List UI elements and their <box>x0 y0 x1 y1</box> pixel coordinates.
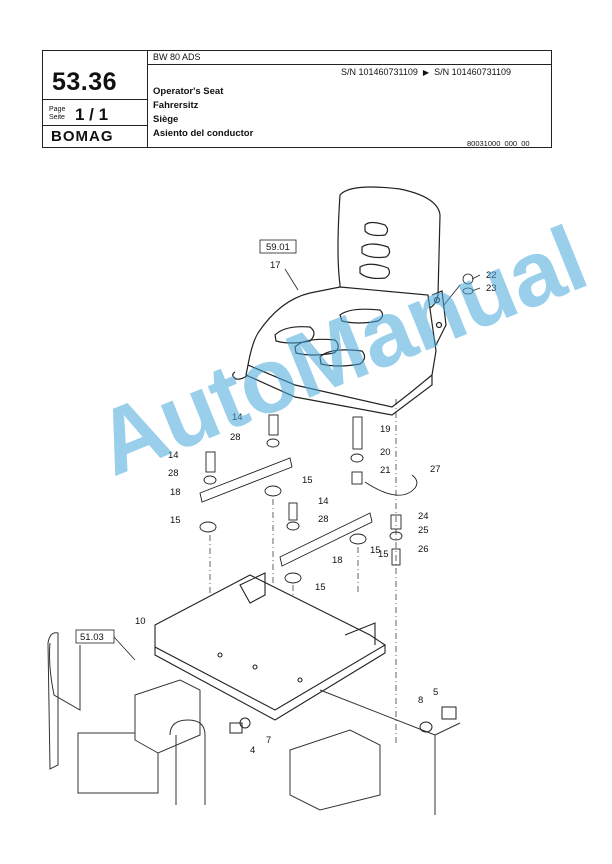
group-number: 53.36 <box>52 68 118 96</box>
model-name: BW 80 ADS <box>153 52 201 62</box>
drawing-number: 80031000_000_00 <box>467 139 530 148</box>
callout-27: 27 <box>430 464 441 475</box>
callout-7: 7 <box>266 735 271 746</box>
title-en: Operator's Seat <box>153 86 224 97</box>
callout-28: 28 <box>230 432 241 443</box>
callout-15: 15 <box>378 549 389 560</box>
callout-22: 22 <box>486 270 497 281</box>
bomag-logo: BOMAG <box>51 128 114 145</box>
callout-15b: 15 <box>370 545 381 556</box>
callout-25: 25 <box>418 525 429 536</box>
title-es: Asiento del conductor <box>153 128 254 139</box>
header-rule <box>43 99 147 100</box>
callout-17: 17 <box>270 260 281 271</box>
header-rule <box>43 125 147 126</box>
callout-18: 18 <box>170 487 181 498</box>
callout-15: 15 <box>315 582 326 593</box>
callout-20: 20 <box>380 447 391 458</box>
exploded-view-drawing: 59.01 51.03 17 22 23 14 28 19 20 21 27 1… <box>47 186 497 815</box>
callout-14: 14 <box>232 412 243 423</box>
serial-range: S/N 101460731109 ▶ S/N 101460731109 <box>341 67 511 77</box>
title-de: Fahrersitz <box>153 100 199 111</box>
callout-8: 8 <box>418 695 423 706</box>
callout-26: 26 <box>418 544 429 555</box>
page-label: Page Seite <box>49 106 66 121</box>
callout-14: 14 <box>168 450 179 461</box>
header-divider <box>147 51 148 147</box>
page-number: 1 / 1 <box>75 105 109 124</box>
header-block: BW 80 ADS 53.36 Page Seite 1 / 1 BOMAG S… <box>42 50 552 148</box>
callout-15: 15 <box>170 515 181 526</box>
callout-21: 21 <box>380 465 391 476</box>
callout-28: 28 <box>318 514 329 525</box>
callout-14: 14 <box>318 496 329 507</box>
callout-5: 5 <box>433 687 438 698</box>
callout-10: 10 <box>135 616 146 627</box>
seat-illustration <box>232 186 447 416</box>
callout-15: 15 <box>302 475 313 486</box>
callout-24: 24 <box>418 511 429 522</box>
callout-28: 28 <box>168 468 179 479</box>
callout-4: 4 <box>250 745 255 756</box>
title-fr: Siège <box>153 114 179 125</box>
ref-box-frame: 51.03 <box>80 632 104 643</box>
ref-box-seat: 59.01 <box>266 242 290 253</box>
callout-19: 19 <box>380 424 391 435</box>
header-rule <box>147 64 551 65</box>
callout-23: 23 <box>486 283 497 294</box>
callout-18: 18 <box>332 555 343 566</box>
